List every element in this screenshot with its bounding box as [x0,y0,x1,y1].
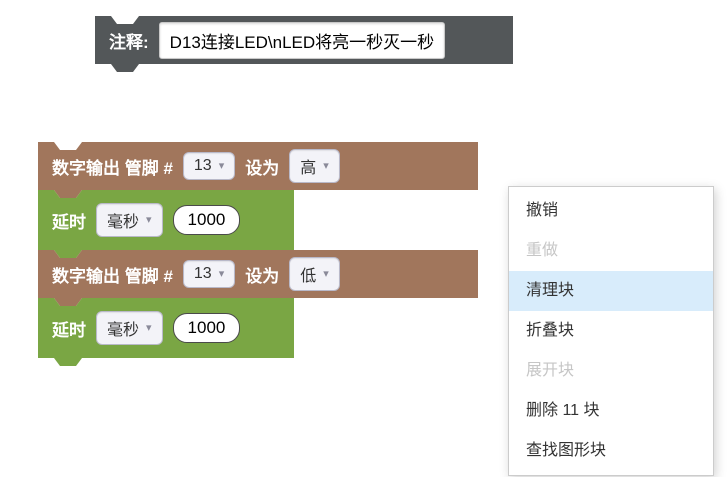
context-menu: 撤销 重做 清理块 折叠块 展开块 删除 11 块 查找图形块 [508,186,714,476]
duration-input[interactable]: 1000 [173,313,241,343]
chevron-down-icon: ▾ [323,159,329,172]
level-dropdown[interactable]: 高 ▾ [289,149,340,183]
dropdown-value: 毫秒 [107,322,140,339]
menu-item-collapse-blocks[interactable]: 折叠块 [526,322,575,339]
dropdown-value: 低 [300,268,317,285]
menu-item-undo[interactable]: 撤销 [526,202,559,219]
menu-item-find-blocks[interactable]: 查找图形块 [526,442,607,459]
time-unit-dropdown[interactable]: 毫秒 ▾ [96,203,163,237]
delay-block-1[interactable]: 延时 毫秒 ▾ 1000 [38,190,294,258]
menu-item-delete-blocks[interactable]: 删除 11 块 [526,402,600,419]
menu-item-clean-up-blocks[interactable]: 清理块 [509,271,713,311]
dropdown-value: 毫秒 [107,214,140,231]
set-to-label: 设为 [245,158,280,178]
comment-block[interactable]: 注释: D13连接LED\nLED将亮一秒灭一秒 [95,16,513,72]
level-dropdown[interactable]: 低 ▾ [289,257,340,291]
dropdown-value: 高 [300,160,317,177]
duration-input[interactable]: 1000 [173,205,241,235]
chevron-down-icon: ▾ [146,321,152,334]
chevron-down-icon: ▾ [146,213,152,226]
pin-number-dropdown[interactable]: 13 ▾ [183,260,235,288]
set-to-label: 设为 [245,266,280,286]
pin-number-dropdown[interactable]: 13 ▾ [183,152,235,180]
chevron-down-icon: ▾ [323,267,329,280]
time-unit-dropdown[interactable]: 毫秒 ▾ [96,311,163,345]
delay-block-2[interactable]: 延时 毫秒 ▾ 1000 [38,298,294,366]
digital-write-block-1[interactable]: 数字输出 管脚 # 13 ▾ 设为 高 ▾ [38,142,478,198]
chevron-down-icon: ▾ [218,267,225,280]
dropdown-value: 13 [193,265,212,282]
delay-label: 延时 [52,320,86,340]
chevron-down-icon: ▾ [218,159,225,172]
comment-label: 注释: [109,32,149,52]
delay-label: 延时 [52,212,86,232]
menu-item-redo: 重做 [526,242,559,259]
comment-text-field[interactable]: D13连接LED\nLED将亮一秒灭一秒 [159,22,446,59]
digital-write-label: 数字输出 管脚 # [52,266,173,286]
digital-write-block-2[interactable]: 数字输出 管脚 # 13 ▾ 设为 低 ▾ [38,250,478,306]
menu-item-expand-blocks: 展开块 [526,362,575,379]
digital-write-label: 数字输出 管脚 # [52,158,173,178]
dropdown-value: 13 [193,157,212,174]
